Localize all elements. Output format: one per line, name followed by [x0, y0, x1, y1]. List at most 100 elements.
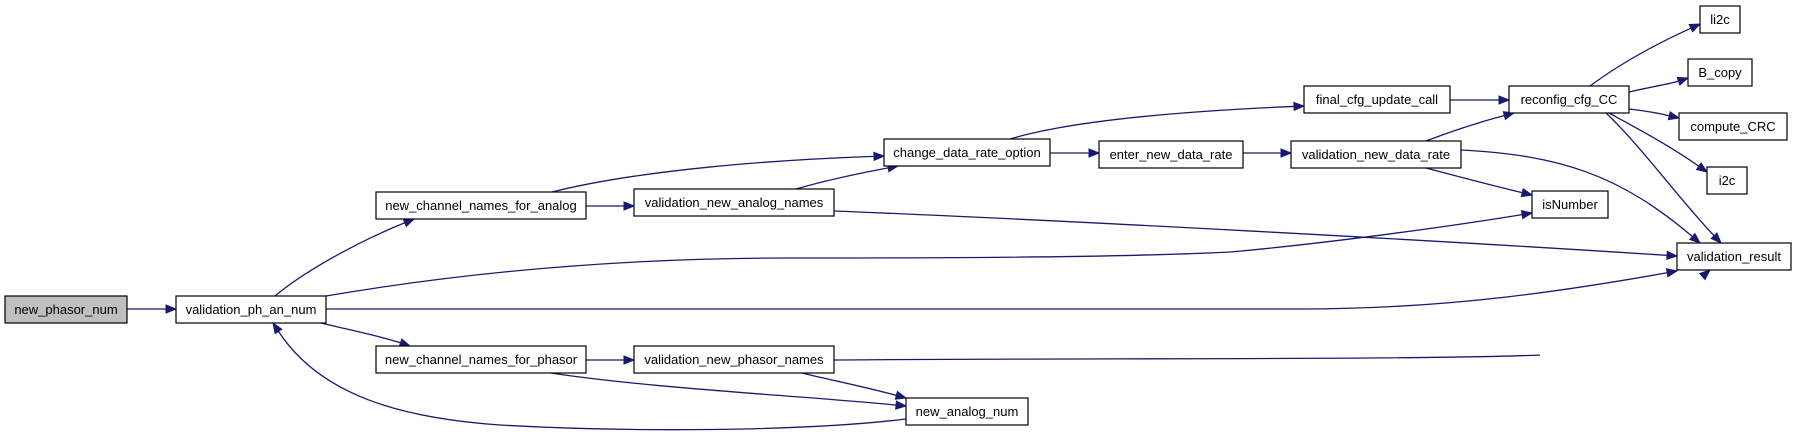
arrowhead-icon — [1688, 232, 1702, 244]
node-new_channel_names_for_analog[interactable]: new_channel_names_for_analog — [375, 191, 587, 220]
edge-reconfig_cfg_CC-to-i2c — [1608, 112, 1709, 173]
node-isNumber[interactable]: isNumber — [1531, 190, 1609, 219]
arrowhead-icon — [1520, 210, 1534, 220]
edge-line — [795, 167, 889, 190]
node-box[interactable] — [1706, 166, 1748, 195]
node-reconfig_cfg_CC[interactable]: reconfig_cfg_CC — [1508, 85, 1630, 114]
arrowhead-icon — [1666, 250, 1679, 261]
node-box[interactable] — [375, 191, 587, 220]
node-final_cfg_update_call[interactable]: final_cfg_update_call — [1303, 85, 1451, 114]
arrowhead-icon — [1520, 187, 1534, 198]
arrowhead-icon — [1698, 269, 1712, 281]
node-box[interactable] — [905, 397, 1029, 426]
node-validation_new_data_rate[interactable]: validation_new_data_rate — [1290, 140, 1462, 169]
node-i2c[interactable]: i2c — [1706, 166, 1748, 195]
node-box[interactable] — [1290, 140, 1462, 169]
node-box[interactable] — [883, 138, 1051, 167]
node-validation_new_phasor_names[interactable]: validation_new_phasor_names — [633, 345, 835, 374]
node-compute_CRC[interactable]: compute_CRC — [1678, 112, 1788, 141]
edge-line — [801, 372, 897, 396]
arrowhead-icon — [894, 390, 908, 400]
edge-validation_new_phasor_names-to-new_analog_num — [801, 372, 908, 400]
arrowhead-icon — [623, 201, 636, 211]
arrowhead-icon — [1710, 232, 1722, 244]
node-validation_new_analog_names[interactable]: validation_new_analog_names — [633, 188, 835, 217]
edge-new_channel_names_for_analog-to-validation_new_analog_names — [586, 201, 636, 211]
node-label: enter_new_data_rate — [1110, 147, 1233, 162]
node-box[interactable] — [1676, 242, 1792, 271]
edge-line — [1460, 149, 1693, 238]
edge-final_cfg_update_call-to-reconfig_cfg_CC — [1450, 95, 1511, 105]
arrowhead-icon — [1293, 101, 1306, 112]
edge-reconfig_cfg_CC-to-validation_result — [1605, 112, 1722, 244]
edge-line — [1425, 114, 1505, 142]
node-label: validation_new_data_rate — [1302, 147, 1450, 162]
node-label: validation_new_analog_names — [645, 195, 824, 210]
node-label: change_data_rate_option — [893, 145, 1040, 160]
edge-line — [550, 372, 897, 406]
node-box[interactable] — [633, 345, 835, 374]
node-box[interactable] — [633, 188, 835, 217]
arrowhead-icon — [272, 321, 283, 335]
edge-line — [1608, 112, 1700, 167]
arrowhead-icon — [1667, 110, 1681, 121]
edge-line — [326, 272, 1668, 310]
edge-enter_new_data_rate-to-validation_new_data_rate — [1243, 148, 1293, 158]
edge-validation_new_analog_names-to-change_data_rate_option — [795, 163, 900, 190]
node-change_data_rate_option[interactable]: change_data_rate_option — [883, 138, 1051, 167]
node-box[interactable] — [375, 345, 587, 374]
edge-line — [1009, 105, 1295, 140]
node-label: new_analog_num — [916, 404, 1019, 419]
arrowhead-icon — [873, 151, 886, 162]
edge-validation_ph_an_num-to-new_channel_names_for_analog — [274, 218, 416, 297]
node-box[interactable] — [175, 295, 327, 324]
node-label: validation_result — [1687, 249, 1781, 264]
edge-validation_new_analog_names-to-validation_result — [833, 210, 1679, 261]
node-label: validation_new_phasor_names — [644, 352, 824, 367]
node-B_copy[interactable]: B_copy — [1687, 58, 1753, 87]
node-li2c[interactable]: li2c — [1699, 5, 1741, 34]
node-box[interactable] — [4, 295, 128, 324]
edge-validation_new_data_rate-to-reconfig_cfg_CC — [1425, 111, 1516, 142]
edge-validation_new_data_rate-to-validation_result — [1460, 149, 1702, 244]
node-box[interactable] — [1531, 190, 1609, 219]
edge-validation_ph_an_num-to-validation_result — [326, 268, 1679, 310]
node-box[interactable] — [1098, 140, 1244, 169]
node-box[interactable] — [1678, 112, 1788, 141]
edge-new_channel_names_for_analog-to-change_data_rate_option — [551, 151, 886, 193]
node-label: B_copy — [1698, 65, 1742, 80]
edge-change_data_rate_option-to-final_cfg_update_call — [1009, 101, 1306, 140]
edge-reconfig_cfg_CC-to-li2c — [1589, 23, 1702, 87]
node-box[interactable] — [1687, 58, 1753, 87]
node-box[interactable] — [1303, 85, 1451, 114]
node-label: new_channel_names_for_phasor — [385, 352, 578, 367]
node-validation_ph_an_num[interactable]: validation_ph_an_num — [175, 295, 327, 324]
node-label: i2c — [1719, 173, 1736, 188]
edge-change_data_rate_option-to-enter_new_data_rate — [1050, 148, 1101, 158]
edge-line — [1589, 27, 1692, 87]
node-label: reconfig_cfg_CC — [1521, 92, 1618, 107]
node-box[interactable] — [1508, 85, 1630, 114]
node-label: compute_CRC — [1690, 119, 1775, 134]
arrowhead-icon — [895, 400, 908, 410]
edge-reconfig_cfg_CC-to-B_copy — [1628, 76, 1690, 93]
node-validation_result[interactable]: validation_result — [1676, 242, 1792, 271]
edge-reconfig_cfg_CC-to-compute_CRC — [1628, 108, 1681, 121]
edge-new_phasor_num-to-validation_ph_an_num — [127, 304, 178, 314]
node-box[interactable] — [1699, 5, 1741, 34]
node-label: isNumber — [1542, 197, 1598, 212]
edge-line — [277, 331, 907, 431]
edge-new_channel_names_for_phasor-to-validation_new_phasor_names — [586, 355, 636, 365]
node-enter_new_data_rate[interactable]: enter_new_data_rate — [1098, 140, 1244, 169]
arrowhead-icon — [1088, 148, 1101, 158]
node-new_phasor_num[interactable]: new_phasor_num — [4, 295, 128, 324]
node-new_analog_num[interactable]: new_analog_num — [905, 397, 1029, 426]
node-new_channel_names_for_phasor[interactable]: new_channel_names_for_phasor — [375, 345, 587, 374]
edge-line — [1628, 80, 1679, 93]
edge-line — [551, 155, 875, 193]
edge-new_channel_names_for_phasor-to-new_analog_num — [550, 372, 908, 410]
node-label: final_cfg_update_call — [1316, 92, 1438, 107]
arrowhead-icon — [402, 218, 416, 228]
edges-layer — [127, 23, 1722, 431]
